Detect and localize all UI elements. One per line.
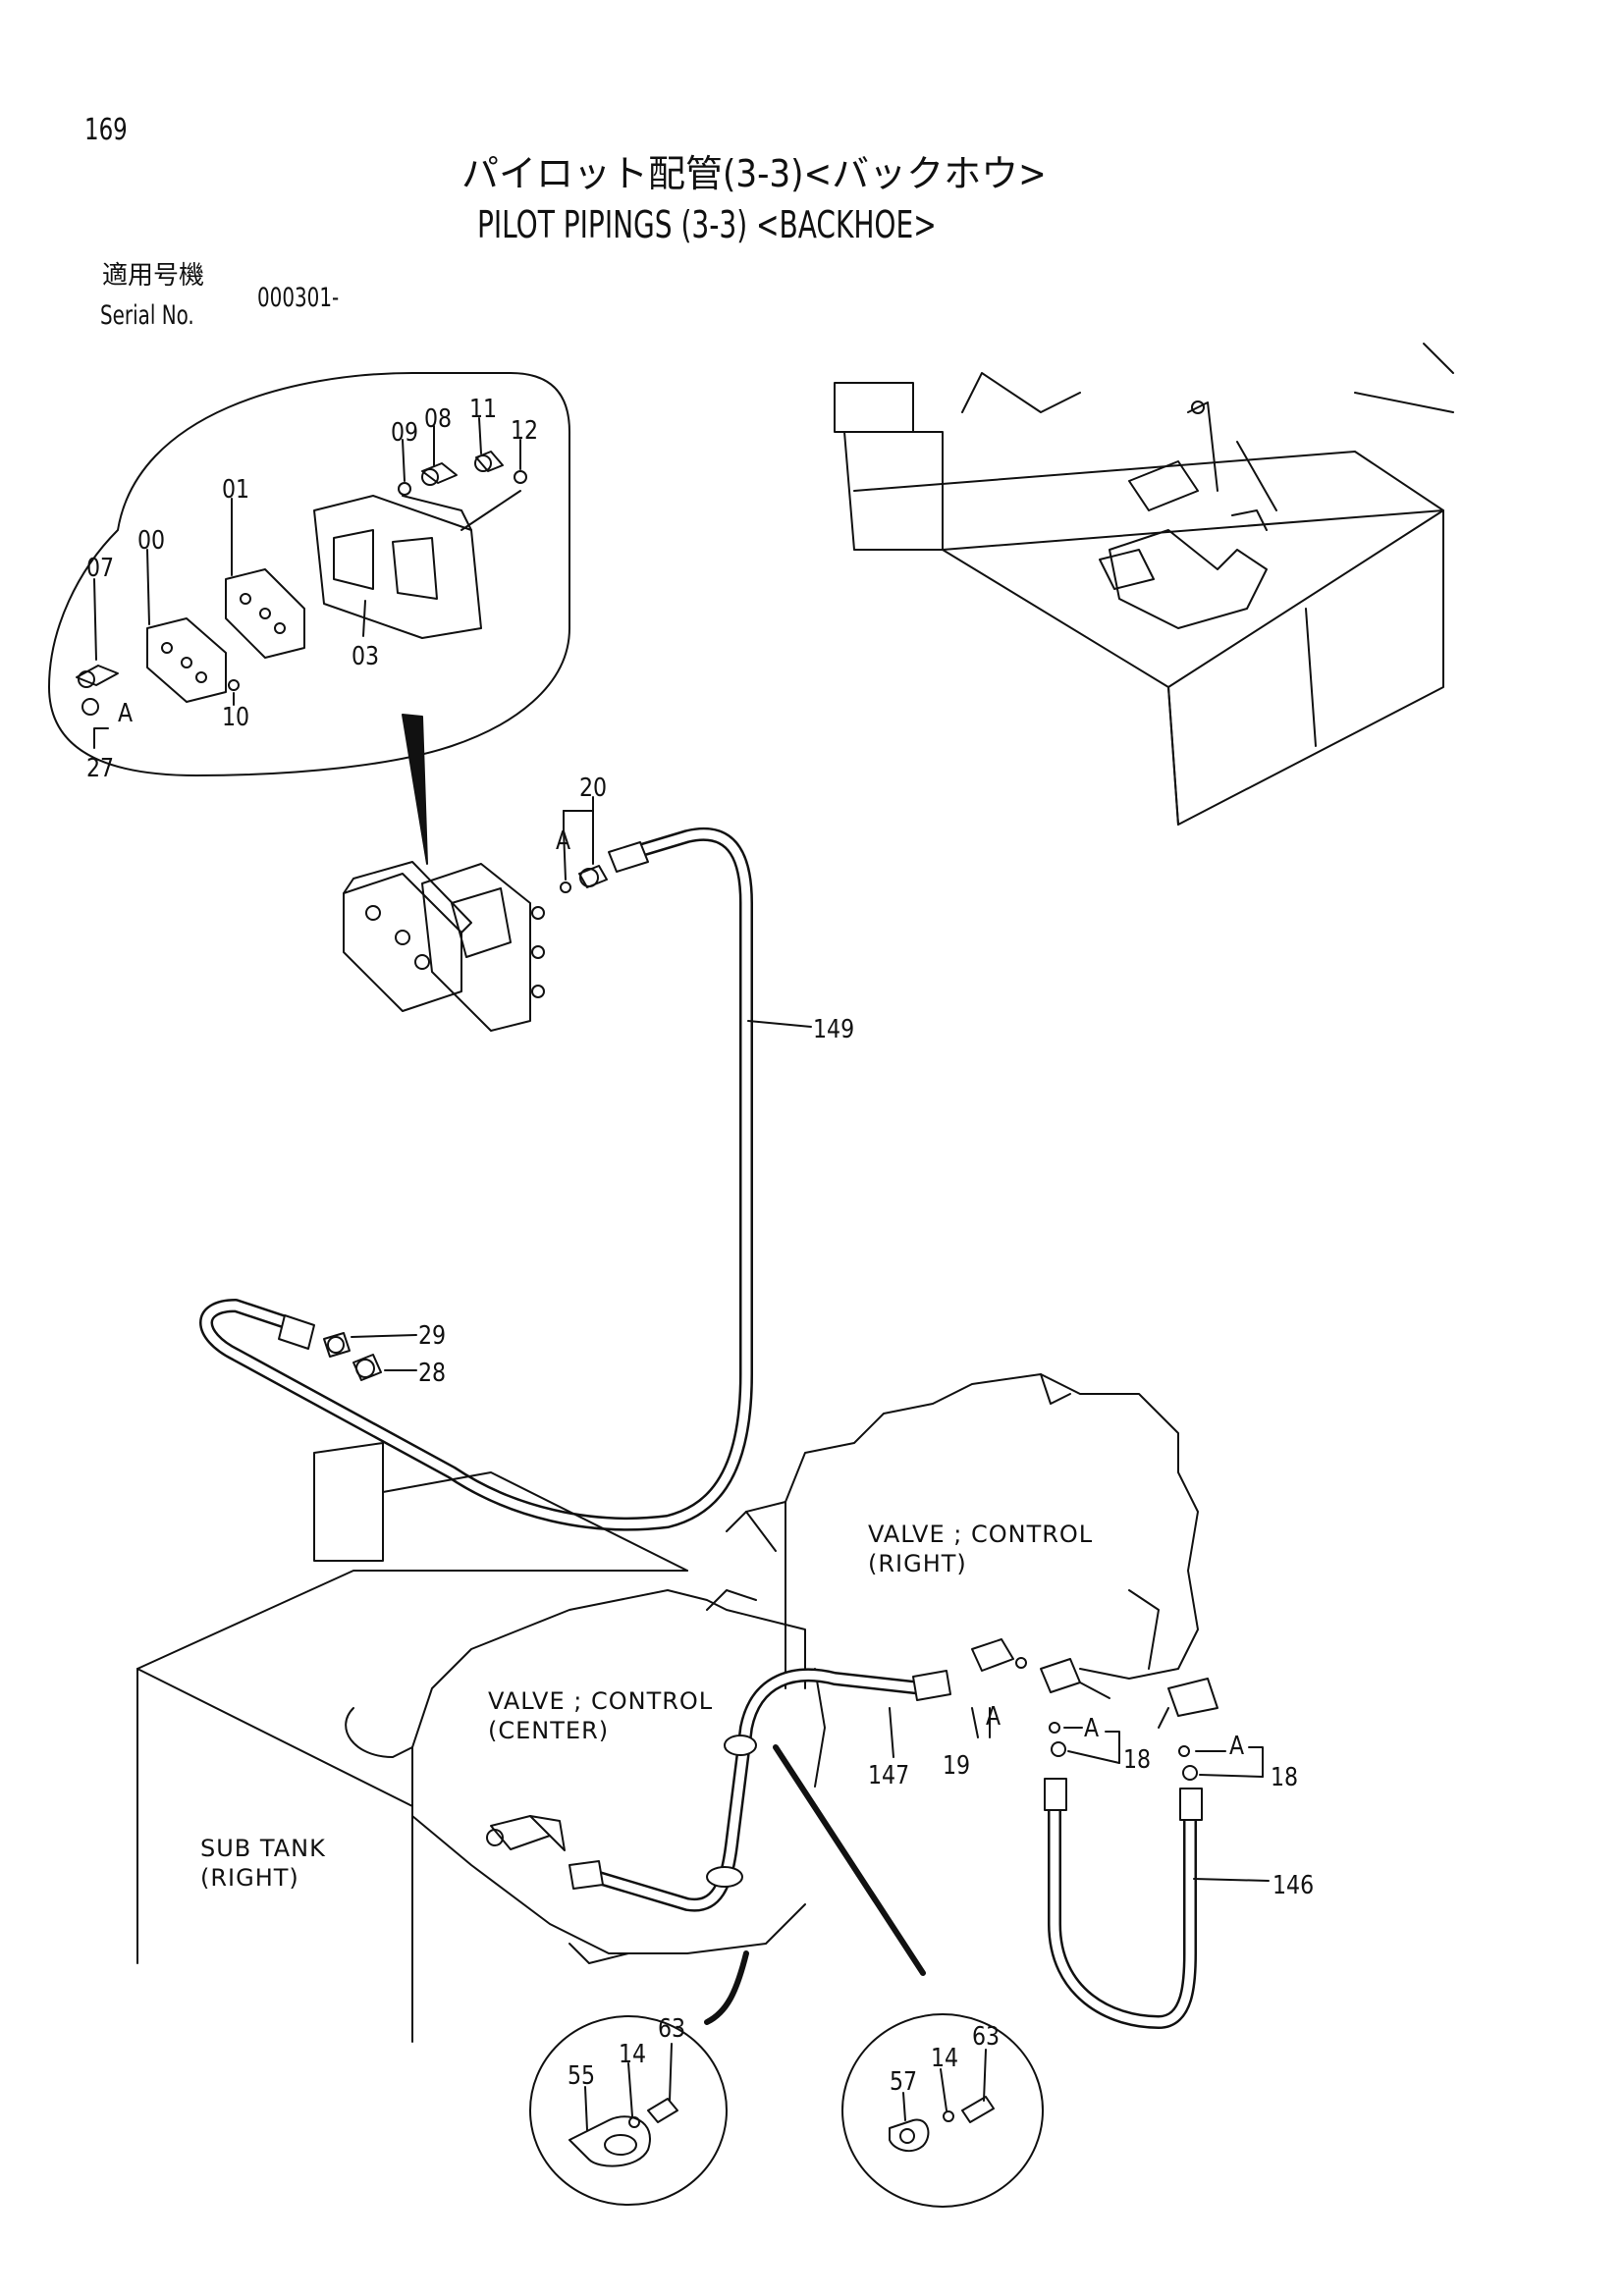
inset-pointer (402, 714, 428, 865)
bolt-63-right (961, 2096, 995, 2123)
callout-55: 55 (568, 2061, 596, 2091)
bolt-63-left (647, 2098, 678, 2123)
washer-27 (81, 698, 99, 716)
callout-14-left: 14 (619, 2040, 647, 2069)
clamp-upper (724, 1735, 757, 1756)
callout-a-inset: A (118, 699, 134, 728)
fitting-18-right (1158, 1678, 1218, 1781)
valve-right-line2: (RIGHT) (868, 1550, 967, 1577)
washer-10 (228, 679, 240, 691)
serial-value: 000301- (257, 283, 340, 313)
callout-29: 29 (418, 1321, 447, 1351)
bolt-07 (76, 665, 119, 688)
callout-14-right: 14 (931, 2044, 959, 2073)
block-01 (225, 568, 305, 659)
callout-28: 28 (418, 1359, 447, 1388)
callout-a-18-right: A (1229, 1732, 1245, 1761)
callout-a-18-left: A (1084, 1714, 1100, 1743)
callout-27: 27 (86, 754, 115, 783)
plate-03 (313, 495, 482, 639)
fitting-18-left (1040, 1658, 1110, 1757)
valve-control-right-label: VALVE ; CONTROL (RIGHT) (868, 1520, 1093, 1578)
page-number: 169 (84, 113, 128, 147)
orifice-a-20 (560, 881, 571, 893)
hose-146 (1044, 1778, 1270, 2029)
valve-center-line1: VALVE ; CONTROL (488, 1687, 714, 1715)
adapter-20 (578, 865, 608, 888)
connector-tee (486, 1815, 566, 1851)
washer-14-right (943, 2110, 954, 2122)
callout-146: 146 (1272, 1871, 1315, 1900)
elbow-19 (971, 1638, 1027, 1738)
callout-09: 09 (391, 418, 419, 448)
valve-center-line2: (CENTER) (488, 1717, 610, 1744)
bolt-08 (421, 462, 458, 486)
detail-pointer-57 (773, 1744, 926, 1976)
sub-tank-line1: SUB TANK (200, 1835, 326, 1862)
valve-control-center-label: VALVE ; CONTROL (CENTER) (488, 1686, 713, 1745)
callout-18-right: 18 (1271, 1763, 1299, 1792)
serial-label-english: Serial No. (100, 300, 194, 331)
hose-149 (199, 828, 812, 1531)
hose-147 (568, 1668, 951, 1912)
valve-control-right (726, 1373, 1199, 1689)
title-english: PILOT PIPINGS (3-3) <BACKHOE> (477, 203, 937, 246)
callout-12: 12 (511, 416, 539, 446)
inset-bubble (48, 372, 570, 865)
callout-63-left: 63 (658, 2014, 686, 2044)
washer-14-left (628, 2116, 640, 2128)
bolt-11 (474, 451, 504, 472)
block-00 (146, 617, 227, 703)
washer-12 (514, 470, 527, 484)
clamp-lower (706, 1866, 743, 1888)
washer-09 (398, 482, 411, 496)
callout-63-right: 63 (972, 2022, 1001, 2052)
fitting-28 (352, 1354, 382, 1381)
inset-outline (48, 372, 570, 776)
sub-tank-line2: (RIGHT) (200, 1864, 299, 1892)
callout-149: 149 (813, 1015, 855, 1044)
callout-08: 08 (424, 404, 453, 434)
callout-10: 10 (222, 703, 250, 732)
pilot-valve-assembly (1099, 400, 1268, 629)
serial-label-japanese: 適用号機 (102, 261, 205, 291)
callout-147: 147 (868, 1761, 910, 1790)
machine-body (834, 343, 1454, 826)
clamp-detail-55 (529, 1950, 749, 2206)
valve-control-center (345, 1589, 826, 1964)
title-japanese: パイロット配管(3-3)<バックホウ> (461, 152, 1047, 195)
callout-19: 19 (943, 1751, 971, 1781)
callout-03: 03 (352, 642, 380, 671)
sub-tank-label: SUB TANK (RIGHT) (200, 1834, 326, 1893)
pilot-block-assembly (343, 796, 608, 1032)
callout-18-left: 18 (1123, 1745, 1152, 1775)
callout-57: 57 (890, 2067, 918, 2097)
callout-01: 01 (222, 475, 250, 505)
fitting-29 (323, 1332, 351, 1358)
detail-pointer-55 (704, 1950, 749, 2025)
callout-07: 07 (86, 554, 115, 583)
callout-11: 11 (469, 395, 498, 424)
valve-right-line1: VALVE ; CONTROL (868, 1521, 1094, 1548)
callout-00: 00 (137, 526, 166, 556)
clamp-detail-57 (773, 1744, 1044, 2208)
